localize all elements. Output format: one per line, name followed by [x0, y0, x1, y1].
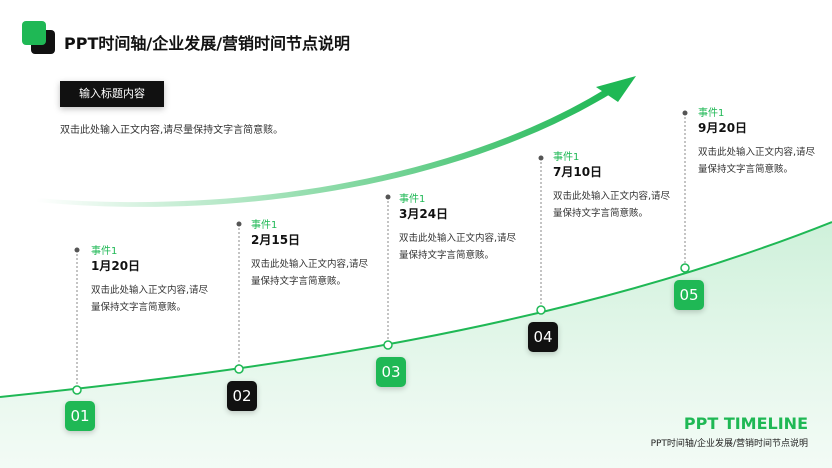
event-desc[interactable]: 双击此处输入正文内容,请尽 量保持文字言简意赅。	[399, 230, 516, 264]
event-label: 事件1	[251, 220, 278, 231]
event-label: 事件1	[698, 108, 725, 119]
timeline-curve	[0, 221, 832, 398]
event-4: 事件1 7月10日 双击此处输入正文内容,请尽 量保持文字言简意赅。	[553, 152, 670, 222]
guide-line-2	[234, 221, 244, 374]
event-desc-line: 量保持文字言简意赅。	[553, 208, 649, 219]
event-desc-line: 量保持文字言简意赅。	[399, 250, 495, 261]
event-desc-line: 量保持文字言简意赅。	[91, 302, 187, 313]
guide-line-4	[536, 155, 546, 315]
event-desc-line: 双击此处输入正文内容,请尽	[698, 147, 816, 158]
event-2: 事件1 2月15日 双击此处输入正文内容,请尽 量保持文字言简意赅。	[251, 220, 368, 290]
footer-subtitle: PPT时间轴/企业发展/营销时间节点说明	[650, 439, 808, 449]
event-5: 事件1 9月20日 双击此处输入正文内容,请尽 量保持文字言简意赅。	[698, 108, 815, 178]
guide-line-5	[680, 110, 690, 273]
event-desc-line: 双击此处输入正文内容,请尽	[91, 285, 209, 296]
title-tag[interactable]: 输入标题内容	[60, 81, 164, 107]
timeline-node-05: 05	[674, 280, 704, 310]
event-date: 7月10日	[553, 165, 603, 179]
upward-arrow-icon	[36, 88, 612, 207]
page-title: PPT时间轴/企业发展/营销时间节点说明	[64, 34, 351, 53]
event-desc-line: 双击此处输入正文内容,请尽	[251, 259, 369, 270]
event-1: 事件1 1月20日 双击此处输入正文内容,请尽 量保持文字言简意赅。	[91, 246, 208, 316]
event-date: 9月20日	[698, 121, 748, 135]
event-date: 3月24日	[399, 207, 449, 221]
event-label: 事件1	[91, 246, 118, 257]
intro-text[interactable]: 双击此处输入正文内容,请尽量保持文字言简意赅。	[60, 125, 284, 136]
event-desc-line: 量保持文字言简意赅。	[251, 276, 347, 287]
timeline-node-04: 04	[528, 322, 558, 352]
event-3: 事件1 3月24日 双击此处输入正文内容,请尽 量保持文字言简意赅。	[399, 194, 516, 264]
guide-line-1	[72, 247, 82, 395]
event-desc-line: 双击此处输入正文内容,请尽	[553, 191, 671, 202]
event-label: 事件1	[399, 194, 426, 205]
event-date: 1月20日	[91, 259, 141, 273]
timeline-node-02: 02	[227, 381, 257, 411]
event-desc[interactable]: 双击此处输入正文内容,请尽 量保持文字言简意赅。	[251, 256, 368, 290]
event-desc[interactable]: 双击此处输入正文内容,请尽 量保持文字言简意赅。	[698, 144, 815, 178]
timeline-node-03: 03	[376, 357, 406, 387]
area-fill	[0, 222, 832, 468]
event-label: 事件1	[553, 152, 580, 163]
guide-line-3	[383, 194, 393, 350]
footer-title: PPT TIMELINE	[683, 414, 808, 433]
event-desc-line: 双击此处输入正文内容,请尽	[399, 233, 517, 244]
event-date: 2月15日	[251, 233, 301, 247]
timeline-node-01: 01	[65, 401, 95, 431]
arrow-head	[596, 76, 636, 102]
event-desc[interactable]: 双击此处输入正文内容,请尽 量保持文字言简意赅。	[553, 188, 670, 222]
event-desc[interactable]: 双击此处输入正文内容,请尽 量保持文字言简意赅。	[91, 282, 208, 316]
stacked-squares-icon	[22, 21, 56, 54]
event-desc-line: 量保持文字言简意赅。	[698, 164, 794, 175]
